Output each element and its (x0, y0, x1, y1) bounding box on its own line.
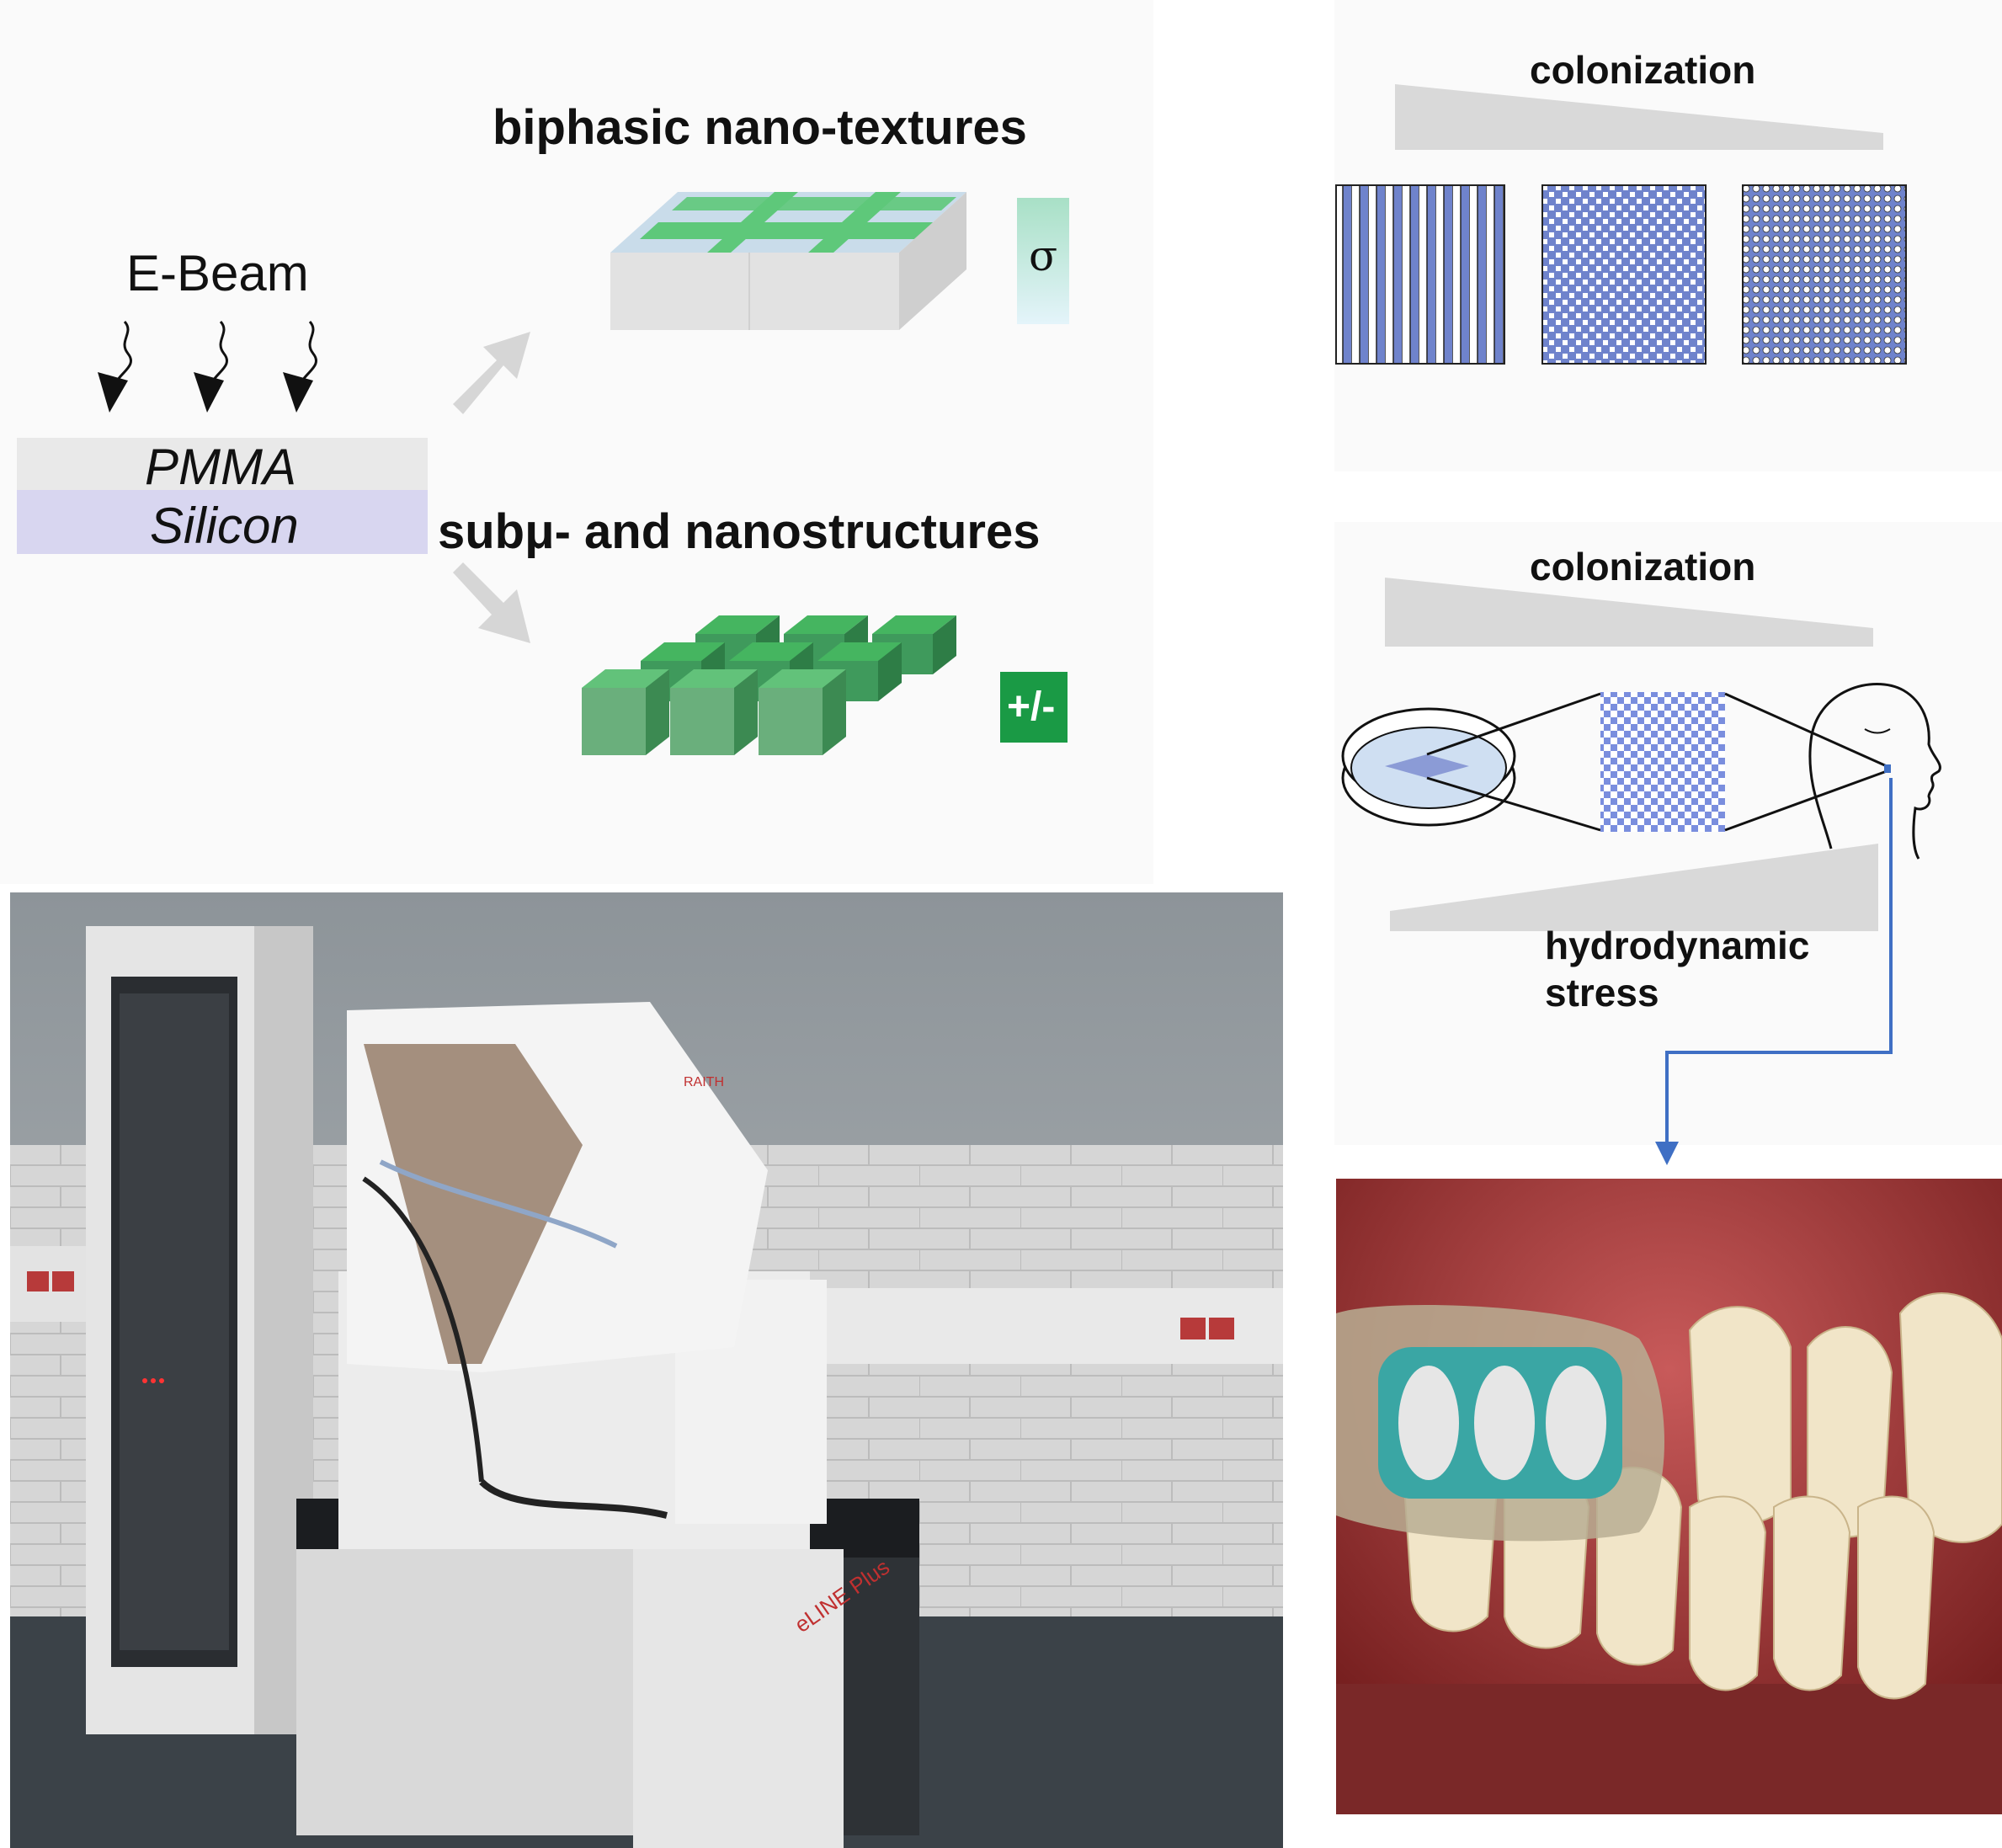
sigma-box (1017, 198, 1069, 324)
biphasic-texture-block (610, 192, 966, 330)
brand-text: RAITH (684, 1075, 724, 1089)
arrow-down-right-icon (453, 562, 530, 643)
ebeam-arrows (98, 320, 317, 413)
textures-title: biphasic nano-textures (493, 100, 1027, 155)
ebeam-process-diagram: E-Beam PMMA Silicon biphasic nano-textur… (0, 0, 1153, 884)
colonization-wedge-bottom (1385, 578, 1873, 647)
colonization-wedge-top (1395, 84, 1883, 150)
stripe-pattern (1335, 184, 1505, 365)
colonization-bottom-label: colonization (1530, 545, 1756, 588)
connector-arrow-icon (1655, 778, 1893, 1165)
colonization-top-label: colonization (1530, 48, 1756, 92)
ebeam-machine-photo: RAITH eLINE Plus (10, 892, 1283, 1848)
pmma-label: PMMA (145, 439, 296, 495)
stress-label-line2: stress (1545, 971, 1659, 1015)
silicon-layer (17, 490, 428, 554)
pmma-layer (17, 438, 428, 490)
charge-box (1000, 672, 1068, 743)
sample-to-mouth-schematic (1341, 683, 1941, 860)
sigma-symbol: σ (1029, 232, 1058, 280)
structures-title: subμ- and nanostructures (438, 504, 1041, 559)
oral-splint-photo (1336, 1179, 2002, 1814)
ebeam-label: E-Beam (126, 245, 309, 301)
stress-wedge (1390, 844, 1878, 931)
arrow-up-right-icon (453, 332, 530, 414)
charge-symbol: +/- (1007, 684, 1056, 729)
mouth-scene (1336, 1179, 2002, 1814)
lab-scene: RAITH eLINE Plus (10, 892, 1283, 1848)
stress-label-line1: hydrodynamic (1545, 924, 1810, 967)
nanostructure-cubes (582, 615, 956, 755)
colonization-patterns-panel: colonization (1334, 0, 2002, 471)
silicon-label: Silicon (150, 498, 299, 554)
checkerboard-pattern (1541, 184, 1706, 365)
dot-pattern (1742, 184, 1907, 365)
